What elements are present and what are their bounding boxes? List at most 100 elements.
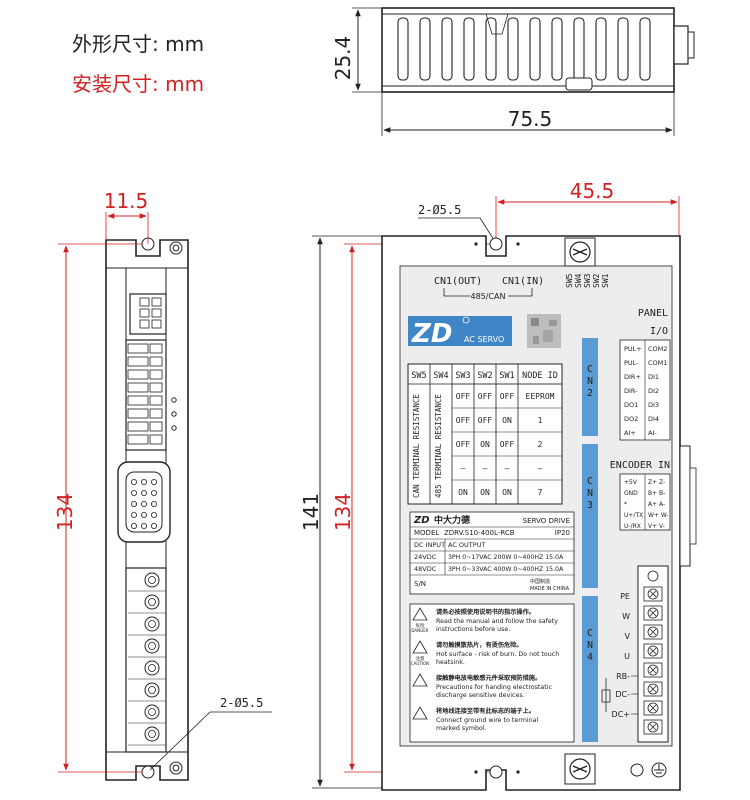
- dim-side-height: 134: [53, 493, 77, 531]
- top-view: 25.4 75.5: [331, 7, 695, 136]
- table-cell: 7: [538, 488, 543, 497]
- encoder-pin-left: +5V: [624, 479, 638, 486]
- heatsink-slot: [507, 17, 519, 81]
- encoder-pin-right: B+ B-: [648, 490, 665, 497]
- sw5-description: CAN TERMINAL RESISTANCE: [412, 394, 421, 498]
- voltage-2: 48VDC: [414, 565, 437, 573]
- heatsink-slots: [397, 13, 651, 81]
- encoder-pin-left: U-/RX: [624, 523, 641, 530]
- hole-callout-bottom: 2-Ø5.5: [220, 696, 263, 710]
- connector-letter: 2: [587, 388, 593, 399]
- warning-tag-en: DANGER: [411, 628, 428, 633]
- table-cell: OFF: [456, 392, 471, 401]
- table-cell: OFF: [500, 392, 515, 401]
- warning-en-2: marked symbol.: [436, 725, 487, 732]
- warning-en-1: Read the manual and follow the safety: [436, 618, 558, 625]
- io-pin-right: DI1: [648, 373, 659, 381]
- warning-cn: 请务必按照使用说明书的指示操作。: [436, 608, 535, 616]
- dim-front-total-height: 141: [299, 493, 323, 531]
- table-cell: OFF: [478, 416, 493, 425]
- bus-label: 485/CAN: [470, 292, 505, 301]
- heatsink-slot: [485, 17, 497, 81]
- brand-logo: [408, 316, 512, 346]
- warning-cn: 将地线连接至带有此标志的端子上。: [436, 707, 535, 715]
- encoder-pin-right: V+ V-: [648, 523, 665, 530]
- table-cell: ON: [480, 440, 490, 449]
- io-pin-left: DO1: [624, 401, 638, 409]
- output-1: 3PH 0~17VAC 200W 0~400HZ 15.0A: [448, 554, 564, 561]
- switch-label: SW5: [565, 273, 574, 288]
- heatsink-slot: [397, 17, 409, 81]
- terminal-label: U: [624, 652, 630, 661]
- model-value: ZDRV.S10-400L-RCB: [444, 529, 515, 537]
- heatsink-slot: [419, 17, 431, 81]
- logo-small: ZD: [413, 515, 430, 526]
- encoder-pin-right: Z+ Z-: [648, 479, 665, 486]
- io-pin-right: DI3: [648, 401, 659, 409]
- encoder-pin-left: U+/TX: [624, 512, 643, 519]
- product-type: SERVO DRIVE: [523, 517, 570, 525]
- connector-letter: 3: [587, 500, 593, 511]
- ip-rating: IP20: [555, 529, 570, 537]
- legend-outline-dimensions: 外形尺寸: mm: [72, 32, 205, 56]
- warning-icon: [412, 706, 428, 720]
- connector-letter: N: [587, 488, 593, 499]
- table-cell: –: [505, 464, 510, 473]
- warning-tag: 注意: [416, 655, 425, 662]
- table-cell: OFF: [500, 440, 515, 449]
- terminal-label: V: [625, 632, 631, 641]
- table-cell: –: [461, 464, 466, 473]
- warning-tag-en: CAUTION: [411, 661, 429, 666]
- side-view: 11.5 134 2-Ø5.5: [53, 189, 272, 781]
- warning-en-2: discharge sensitive devices.: [436, 692, 525, 699]
- table-header: SW4: [433, 371, 448, 381]
- ac-output-label: AC OUTPUT: [448, 541, 485, 549]
- dim-front-hole-width: 45.5: [570, 179, 615, 203]
- terminal-label: RB-: [616, 672, 630, 681]
- io-label: I/O: [650, 326, 668, 337]
- heatsink-slot: [463, 17, 475, 81]
- table-cell: ON: [502, 488, 512, 497]
- legend-mounting-dimensions: 安装尺寸: mm: [72, 72, 205, 96]
- switch-label: SW4: [574, 273, 583, 288]
- front-view: 141 134 45.5 2-Ø5.5: [299, 179, 697, 791]
- table-cell: EEPROM: [526, 392, 555, 401]
- io-pin-right: DI2: [648, 387, 659, 395]
- table-cell: ON: [458, 488, 468, 497]
- table-cell: OFF: [456, 416, 471, 425]
- switch-label: SW3: [583, 273, 592, 288]
- table-header: SW1: [499, 371, 514, 381]
- cn1-in-label: CN1(IN): [502, 276, 544, 287]
- terminal-label: W: [622, 612, 630, 621]
- table-cell: 1: [538, 416, 543, 425]
- sw4-description: 485 TERMINAL RESISTANCE: [434, 394, 443, 498]
- heatsink-slot: [551, 17, 563, 81]
- dim-top-height: 25.4: [331, 36, 355, 81]
- io-pin-left: DIR-: [624, 387, 638, 395]
- warning-en-2: instructions before use.: [436, 626, 510, 633]
- warning-cn: 请勿触摸散热片，有烫伤危险。: [436, 641, 523, 649]
- voltage-1: 24VDC: [414, 553, 437, 561]
- cn1-out-label: CN1(OUT): [434, 276, 482, 287]
- encoder-pin-right: W+ W-: [648, 512, 669, 519]
- heatsink-slot: [441, 17, 453, 81]
- warning-en-2: heatsink.: [436, 659, 465, 666]
- dc-input-label: DC INPUT: [414, 541, 445, 549]
- warning-en-1: Precautions for handing electrostatic: [436, 684, 552, 691]
- warning-cn: 接触静电放电敏感元件采取预防措施。: [436, 674, 541, 682]
- ground-icon: [651, 762, 667, 778]
- logo-sub: AC SERVO: [464, 335, 504, 344]
- encoder-pin-left: GND: [624, 490, 638, 497]
- brand-cn: 中大力德: [434, 514, 470, 526]
- logo-text: ZD: [411, 319, 452, 349]
- io-pin-left: AI+: [624, 429, 636, 437]
- io-pin-right: DI4: [648, 415, 659, 423]
- io-pin-left: DO2: [624, 415, 638, 423]
- warning-icon: [412, 607, 428, 621]
- warning-tag: 危险: [416, 622, 425, 629]
- model-label: MODEL: [414, 529, 439, 537]
- io-pin-right: COM2: [648, 345, 667, 353]
